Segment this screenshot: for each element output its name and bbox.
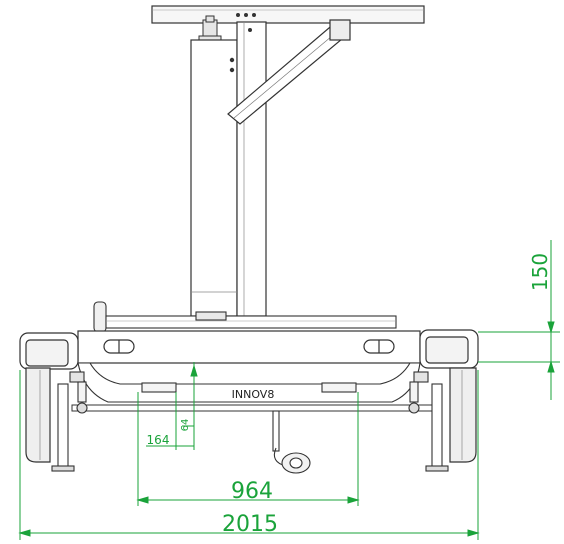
jockey-wheel: [272, 410, 311, 474]
dimension-offset-a: 164: [147, 433, 170, 447]
dimension-overall-width: 2015: [222, 512, 278, 537]
dimension-offset-b: 64: [180, 419, 191, 432]
brand-label: INNOV8: [232, 388, 275, 401]
dimension-track-width: 964: [231, 479, 273, 504]
mast-column: [190, 21, 267, 317]
right-fender: [419, 329, 479, 463]
left-handle: [93, 301, 107, 333]
upper-rail: [105, 311, 397, 329]
chassis-skirt: [77, 362, 421, 403]
axle-bar: [71, 404, 433, 412]
left-stabilizer-leg: [51, 371, 88, 472]
chassis-beam: [77, 330, 421, 364]
left-fender: [19, 332, 79, 463]
dimension-height: 150: [528, 253, 552, 291]
dimension-lines: [18, 240, 560, 540]
top-plate: [151, 5, 425, 24]
diagonal-brace: [227, 19, 351, 125]
right-stabilizer-leg: [408, 371, 449, 472]
